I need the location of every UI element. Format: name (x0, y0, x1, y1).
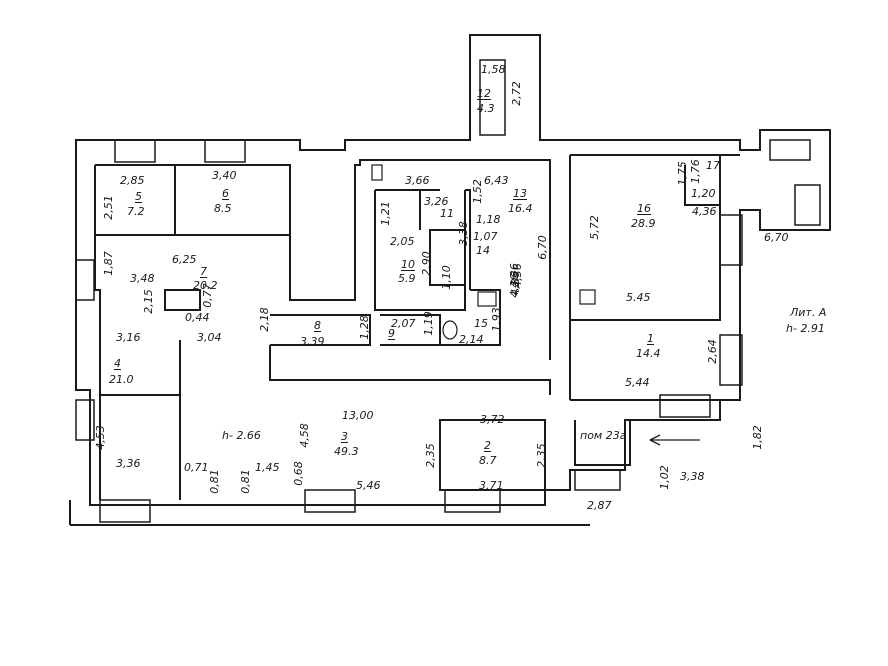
room-16-number: 16 (637, 202, 651, 215)
room-12-area: 4.3 (477, 102, 495, 115)
dim-label: 0,77 (200, 283, 214, 308)
hall-height-note: h- 2.66 (222, 429, 261, 442)
height-note: h- 2.91 (786, 322, 825, 335)
toilet-fixtures (371, 164, 596, 340)
dim-label: 2,18 (257, 307, 271, 332)
dim-label: 2,85 (120, 174, 145, 187)
dim-label: 1,87 (101, 251, 115, 276)
outer-wall (75, 34, 831, 506)
dim-label: 4,58 (297, 423, 311, 448)
room-13-area: 16.4 (508, 202, 533, 215)
room-15-number: 15 (474, 317, 488, 330)
dim-label: 1,07 (473, 230, 498, 243)
room-4-area: 21.0 (109, 373, 134, 386)
dim-label: 6,70 (764, 231, 789, 244)
room-1-number: 1 (647, 332, 654, 345)
dim-label: 6,70 (535, 235, 549, 260)
room-10-area: 5.9 (398, 272, 416, 285)
dim-label: 3,72 (480, 413, 505, 426)
dim-label: 4,36 (507, 273, 521, 298)
dim-label: 3.71 (479, 479, 504, 492)
room-4-number: 4 (114, 357, 121, 370)
dim-label: 3,48 (130, 272, 155, 285)
room-9-number: 9 (388, 327, 395, 340)
room-12-number: 12 (477, 87, 491, 100)
dim-label: 2,35 (423, 443, 437, 468)
dim-label: 3,40 (212, 169, 237, 182)
dim-label: 5.45 (626, 291, 651, 304)
dim-label: 0,68 (291, 461, 305, 486)
room-3-area: 49.3 (334, 445, 359, 458)
room-8-number: 8 (314, 319, 321, 332)
dim-label: 0,44 (185, 311, 210, 324)
dim-label: 3,36 (116, 457, 141, 470)
dim-label: 4,36 (692, 205, 717, 218)
room-3-number: 3 (341, 430, 348, 443)
dim-label: 1,02 (657, 465, 671, 490)
dim-label: 0,81 (207, 469, 221, 494)
room-5-number: 5 (135, 190, 142, 203)
dim-label: 3,38 (680, 470, 705, 483)
dim-label: 1,18 (476, 213, 501, 226)
room-7-area: 20.2 (193, 279, 218, 292)
room-17-number: 17 (706, 159, 720, 172)
windows (75, 59, 821, 523)
dim-label: 6,25 (172, 253, 197, 266)
dim-label: 2,64 (705, 339, 719, 364)
room-11-number: 11 (440, 207, 454, 220)
dim-label: 1,76 (688, 159, 702, 184)
room-10-number: 10 (401, 258, 415, 271)
room-6-number: 6 (222, 187, 229, 200)
dim-label: 5,44 (625, 376, 650, 389)
dim-label: 1,28 (357, 315, 371, 340)
dim-label: 1,45 (255, 461, 280, 474)
dim-label: 3,04 (197, 331, 222, 344)
room-16-area: 28.9 (631, 217, 656, 230)
dim-label: 5,46 (356, 479, 381, 492)
dim-label: 2,05 (390, 235, 415, 248)
dim-label: 2,87 (587, 499, 612, 512)
dim-label: 2,07 (391, 317, 416, 330)
dim-label: 2,72 (509, 81, 523, 106)
dim-label: 1,10 (439, 265, 453, 290)
dim-label: 1,58 (481, 63, 506, 76)
room-1-area: 14.4 (636, 347, 661, 360)
dim-label: 2,15 (141, 289, 155, 314)
room-14-number: 14 (476, 244, 490, 257)
dim-label: 3,38 (456, 221, 470, 246)
dim-label: 1,19 (421, 311, 435, 336)
dim-label: 5,72 (587, 215, 601, 240)
dim-label: 3,26 (424, 195, 449, 208)
room-6-area: 8.5 (214, 202, 232, 215)
dim-label: 6,43 (484, 174, 509, 187)
dim-label: 0,71 (184, 461, 209, 474)
plan-title: Лит. А (790, 306, 827, 319)
dim-label: 1,20 (691, 187, 716, 200)
room-2-area: 8.7 (479, 454, 497, 467)
dim-label: 1,21 (378, 201, 392, 226)
outer-wall-bottom (69, 500, 590, 526)
dim-label: 2,35 (534, 443, 548, 468)
dim-label: 1,75 (675, 161, 689, 186)
room-7-number: 7 (200, 265, 207, 278)
dim-label: 3,39 (300, 335, 325, 348)
dim-label: 3,16 (116, 331, 141, 344)
inner-walls (94, 154, 740, 500)
room-5-area: 7.2 (127, 205, 145, 218)
dim-label: 2,51 (101, 195, 115, 220)
dim-label: 1,52 (470, 179, 484, 204)
pom-arrow (649, 434, 700, 446)
room-2-number: 2 (484, 439, 491, 452)
room-13-number: 13 (513, 187, 527, 200)
dim-label: 13,00 (342, 409, 374, 422)
dim-label: 0,81 (238, 469, 252, 494)
dim-label: 1,93 (489, 307, 503, 332)
dim-label: 2,14 (459, 333, 484, 346)
pom-23a-label: пом 23а (580, 429, 627, 442)
dim-label: 3,66 (405, 174, 430, 187)
dim-label: 2,90 (419, 251, 433, 276)
dim-label: 4,53 (93, 425, 107, 450)
dim-label: 1,82 (750, 425, 764, 450)
